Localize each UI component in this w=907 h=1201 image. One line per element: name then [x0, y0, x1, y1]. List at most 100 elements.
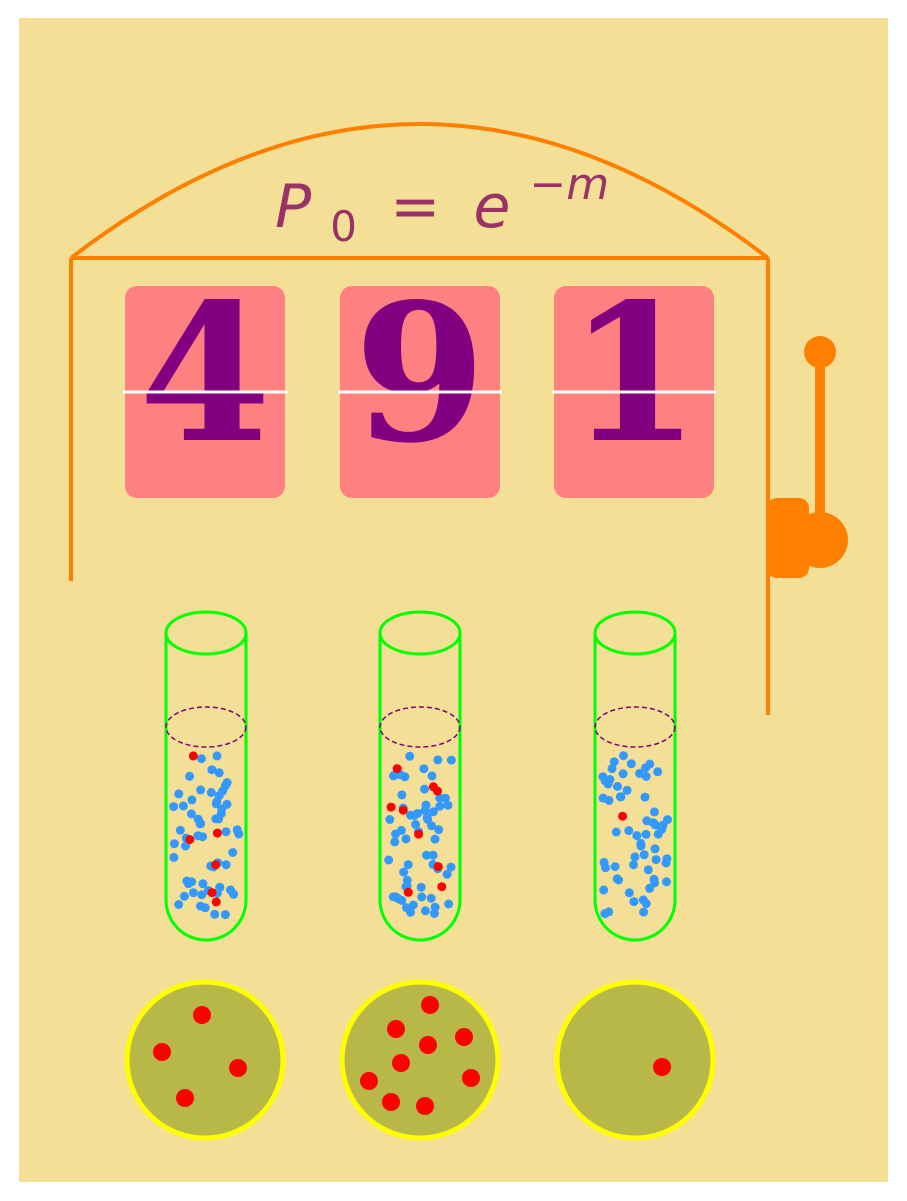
test-tubes [164, 610, 677, 942]
blue-particle [399, 867, 409, 877]
blue-particle [599, 885, 609, 895]
red-particle [437, 882, 447, 892]
blue-particle [604, 907, 614, 917]
blue-particle [402, 903, 411, 913]
tube-1-particles [169, 751, 244, 920]
colony [416, 1097, 434, 1115]
blue-particle [649, 874, 659, 884]
blue-particle [662, 854, 672, 864]
blue-particle [229, 889, 239, 899]
blue-particle [228, 848, 238, 857]
tube-2-particles [384, 751, 456, 918]
blue-particle [601, 863, 610, 873]
blue-particle [184, 879, 193, 889]
red-particle [392, 764, 402, 774]
blue-particle [409, 811, 419, 820]
lever-rod [815, 352, 825, 544]
tube-1-opening [164, 610, 248, 656]
blue-particle [422, 850, 431, 860]
lever-knob [804, 336, 836, 368]
blue-particle [403, 860, 413, 870]
blue-particle [649, 807, 659, 817]
formula-exponent: −m [529, 159, 609, 210]
blue-particle [206, 787, 216, 797]
reel-3: 1 [552, 262, 716, 498]
blue-particle [420, 906, 430, 916]
blue-particle [446, 862, 456, 872]
reel-1: 4 [123, 262, 288, 498]
blue-particle [212, 797, 222, 807]
reel-window: 4 9 1 [123, 262, 716, 498]
blue-particle [178, 801, 188, 811]
plate-2-colonies [360, 996, 480, 1115]
formula-equals: = [390, 172, 440, 242]
blue-particle [641, 771, 651, 781]
blue-particle [603, 779, 613, 789]
colony [382, 1093, 400, 1111]
tube-1-liquid-surface [165, 706, 247, 748]
blue-particle [421, 800, 431, 810]
blue-particle [636, 841, 646, 851]
formula-subscript: 0 [330, 202, 357, 251]
blue-particle [401, 834, 411, 844]
tube-3-liquid-surface [594, 706, 676, 748]
blue-particle [169, 802, 179, 812]
plate-3-colonies [653, 1058, 671, 1076]
blue-particle [622, 785, 632, 795]
blue-particle [624, 888, 634, 898]
blue-particle [435, 793, 445, 803]
blue-particle [444, 899, 454, 909]
petri-plate-1 [124, 979, 286, 1141]
blue-particle [411, 819, 421, 829]
petri-plates [124, 979, 716, 1141]
blue-particle [417, 892, 427, 902]
blue-particle [651, 855, 661, 865]
blue-particle [419, 764, 429, 774]
blue-particle [615, 792, 625, 802]
blue-particle [215, 882, 225, 892]
blue-particle [222, 778, 232, 788]
blue-particle [639, 907, 649, 917]
blue-particle [598, 793, 608, 803]
plate-1-dish [124, 979, 286, 1141]
plate-2-dish [339, 979, 501, 1141]
lever-mount [767, 498, 809, 578]
blue-particle [385, 815, 395, 824]
blue-particle [397, 790, 407, 800]
blue-particle [613, 782, 622, 791]
test-tube-1 [164, 610, 248, 942]
blue-particle [598, 772, 608, 782]
red-particle [188, 751, 198, 761]
blue-particle [442, 869, 452, 879]
colony [229, 1059, 247, 1077]
blue-particle [611, 827, 621, 837]
red-particle [433, 786, 442, 796]
blue-particle [433, 755, 443, 765]
blue-particle [630, 852, 640, 862]
blue-particle [430, 902, 440, 912]
colony [387, 1020, 405, 1038]
blue-particle [185, 771, 195, 781]
blue-particle [662, 877, 671, 887]
red-particle [207, 888, 217, 898]
blue-particle [196, 785, 206, 795]
blue-particle [198, 879, 208, 889]
blue-particle [435, 801, 445, 811]
blue-particle [221, 827, 231, 837]
blue-particle [179, 891, 189, 901]
blue-particle [198, 832, 208, 842]
blue-particle [211, 814, 221, 824]
blue-particle [397, 895, 407, 905]
blue-particle [640, 792, 650, 802]
blue-particle [641, 829, 651, 839]
blue-particle [427, 821, 437, 831]
colony [360, 1072, 378, 1090]
plate-1-colonies [153, 1006, 247, 1107]
blue-particle [188, 888, 198, 898]
blue-particle [384, 855, 394, 865]
blue-particle [196, 754, 206, 764]
blue-particle [626, 759, 636, 769]
red-particle [618, 811, 628, 821]
blue-particle [618, 769, 628, 779]
